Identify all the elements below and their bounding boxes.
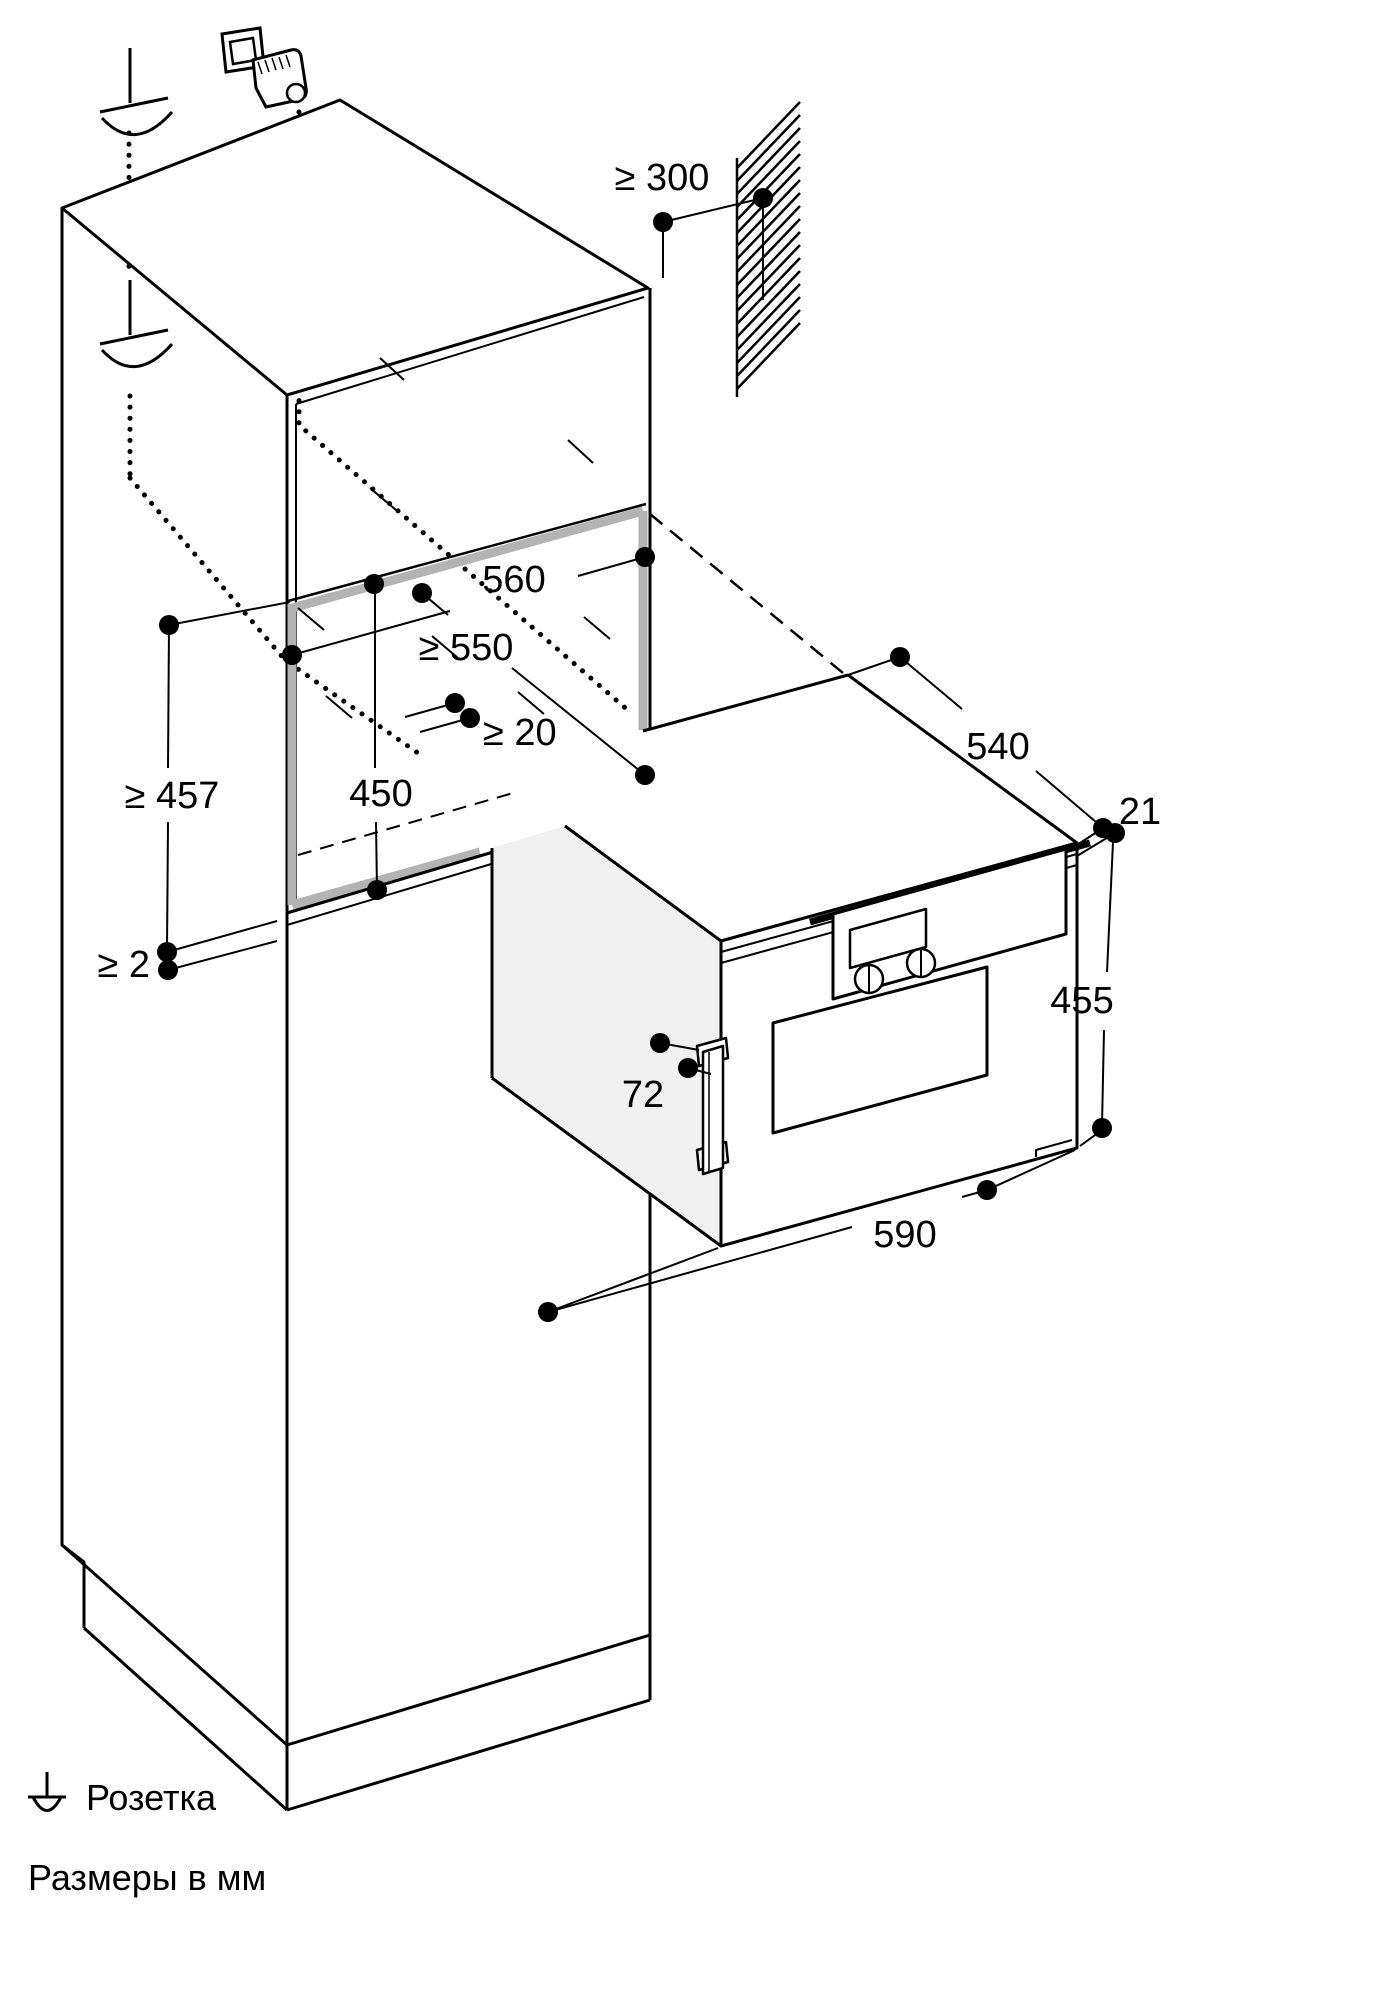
dim-niche-height-label: 450 xyxy=(349,773,412,815)
wall-hatching xyxy=(735,101,801,397)
dim-min-front-height xyxy=(159,601,291,951)
power-plug-icon xyxy=(220,26,308,109)
oven-door-window xyxy=(771,965,989,1135)
dim-niche-depth-label: ≥ 550 xyxy=(419,627,514,669)
dim-min-front-height-label: ≥ 457 xyxy=(125,775,220,817)
dim-appliance-height xyxy=(1079,841,1114,1147)
oven-control-panel xyxy=(831,847,1068,1001)
dim-niche-width xyxy=(282,547,655,665)
dim-wall-clearance-label: ≥ 300 xyxy=(615,157,710,199)
oven-door-handle xyxy=(695,1036,730,1176)
socket-schematic-icon-2 xyxy=(99,280,174,368)
oven-top-face xyxy=(492,675,1077,941)
dim-bottom-gap-label: ≥ 2 xyxy=(97,944,150,986)
oven-side-face xyxy=(492,826,721,1246)
oven-display xyxy=(848,907,928,970)
dimension-annotations xyxy=(157,188,1125,1322)
pullout-guide-dashed xyxy=(649,513,844,674)
dimension-labels: ≥ 300 560 ≥ 550 ≥ 20 450 ≥ 457 ≥ 2 540 2… xyxy=(97,157,1161,1256)
socket-legend-icon xyxy=(28,1772,66,1812)
dim-handle-clearance xyxy=(650,1033,712,1078)
plug-routing-dotted-line xyxy=(296,109,633,715)
dim-door-protrusion xyxy=(1076,818,1125,857)
dim-niche-depth xyxy=(412,583,655,785)
dim-rear-clearance xyxy=(404,693,480,733)
dim-door-protrusion-label: 21 xyxy=(1119,791,1161,833)
dim-niche-height xyxy=(364,574,387,900)
socket-routing-dotted-line xyxy=(126,130,428,761)
oven xyxy=(490,673,1091,1248)
socket-legend-label: Розетка xyxy=(86,1777,217,1818)
units-note: Размеры в мм xyxy=(28,1857,266,1898)
dim-rear-clearance-label: ≥ 20 xyxy=(483,712,557,754)
dim-wall-clearance xyxy=(653,188,773,300)
socket-schematic-icon-1 xyxy=(99,48,174,136)
dim-appliance-depth-label: 540 xyxy=(966,726,1029,768)
dim-appliance-width xyxy=(538,1149,1076,1322)
dim-appliance-width-label: 590 xyxy=(873,1214,936,1256)
legend: Розетка Размеры в мм xyxy=(28,1772,266,1898)
dim-handle-clearance-label: 72 xyxy=(622,1074,664,1116)
dim-bottom-gap xyxy=(157,920,278,980)
dim-niche-width-label: 560 xyxy=(482,559,545,601)
dim-appliance-height-label: 455 xyxy=(1050,980,1113,1022)
dim-appliance-depth xyxy=(847,647,1104,829)
